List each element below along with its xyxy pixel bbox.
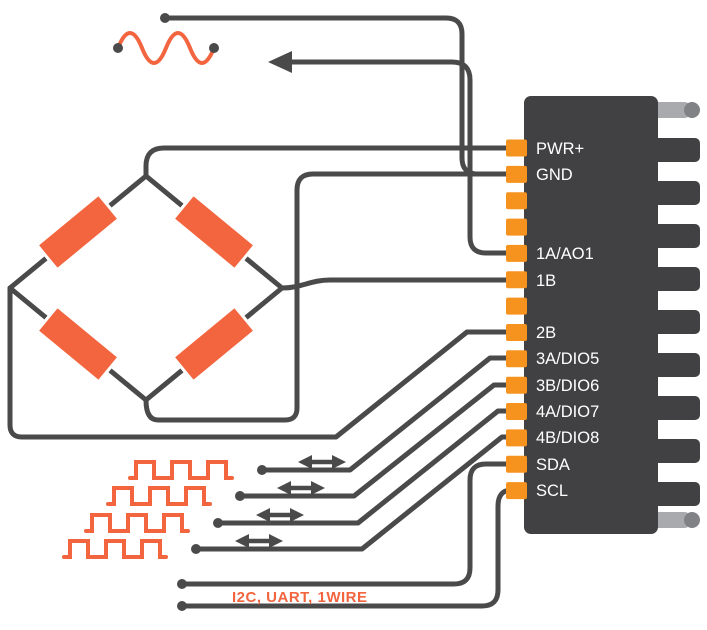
pin-label-1b: 1B [536,272,556,290]
connector-pin-labels: PWR+ GND 1A/AO1 1B 2B 3A/DIO5 3B/DIO6 4A… [536,140,599,500]
pin-label-pwr: PWR+ [536,140,584,158]
pin-pad [506,165,527,183]
square-wave-icon-4 [62,539,168,559]
pin-pad [506,376,527,394]
wire-pwr [143,145,513,179]
pin-pad [506,482,527,500]
pin-pad [506,455,527,473]
wire-dio6 [237,382,513,499]
pin-pad [506,218,527,236]
pin-pad [506,192,527,210]
wire-dio5 [259,355,513,473]
probe-dot [257,465,267,475]
bridge-outline [7,173,285,403]
pin-pad [506,350,527,368]
left-arrow-icon [268,51,292,73]
pin-label-sda: SDA [536,456,570,474]
pin-pad [506,244,527,262]
bus-label: I2C, UART, 1WIRE [232,589,368,606]
probe-dot [209,43,219,53]
bidirectional-arrow-icon-2 [277,481,325,495]
wire-dio7 [215,408,513,526]
pin-label-2b: 2B [536,324,556,342]
bridge-resistor-4 [172,305,256,383]
connector: PWR+ GND 1A/AO1 1B 2B 3A/DIO5 3B/DIO6 4A… [506,96,700,534]
probe-dot [235,491,245,501]
pin-pad [506,403,527,420]
pin-label-4a: 4A/DIO7 [536,403,599,421]
wire-2b [7,285,513,440]
wires [7,15,515,609]
probe-dot [113,43,123,53]
probe-dot [213,518,223,528]
pin-label-scl: SCL [536,482,568,500]
pin-pad [506,324,527,341]
bidirectional-arrow-icon-1 [298,455,346,469]
wire-ao1 [287,59,513,256]
bidirectional-arrow-icon-4 [235,534,283,548]
connector-body [524,96,658,534]
pin-pad [506,429,527,447]
probe-dot [177,579,187,589]
pin-label-gnd: GND [536,166,573,184]
wire-gnd-bridge [143,171,513,423]
probe-dot [160,13,170,23]
wire-gnd-probe [162,15,513,177]
pin-label-3a: 3A/DIO5 [536,350,599,368]
bidirectional-arrow-icon-3 [256,508,304,522]
probe-dots [113,13,267,611]
probe-dot [191,544,201,554]
sine-wave-icon [116,31,216,65]
wire-scl [179,487,515,609]
bridge-resistor-3 [36,305,120,383]
bridge-resistor-2 [172,193,256,271]
wire-1b [279,277,513,291]
pin-pad [506,139,527,157]
connector-pads [506,139,527,500]
probe-dot [177,601,187,611]
pin-label-4b: 4B/DIO8 [536,429,599,447]
wire-sda [179,461,513,587]
wheatstone-bridge [7,173,285,403]
pin-label-3b: 3B/DIO6 [536,377,599,395]
pin-pad [506,297,527,315]
square-wave-icon-2 [106,486,212,506]
square-wave-icon-3 [84,513,190,533]
square-wave-icon-1 [128,460,234,480]
pin-label-1a: 1A/AO1 [536,245,594,263]
bridge-resistor-1 [36,193,120,271]
pin-pad [506,271,527,289]
